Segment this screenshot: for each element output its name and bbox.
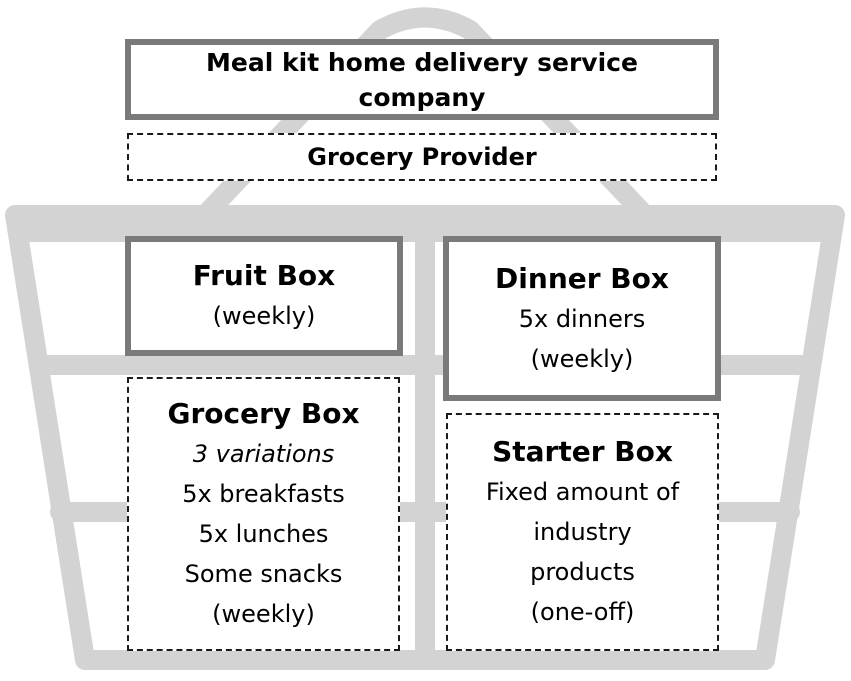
starter-box-title: Starter Box — [492, 435, 673, 468]
dinner-box: Dinner Box 5x dinners (weekly) — [443, 236, 721, 401]
grocery-box-line: 5x lunches — [198, 520, 329, 548]
dinner-box-frequency: (weekly) — [530, 344, 634, 373]
basket-handle — [195, 7, 655, 225]
company-name-line-2: company — [358, 82, 486, 112]
grocery-box: Grocery Box 3 variations 5x breakfasts 5… — [127, 377, 400, 651]
grocery-box-line: Some snacks — [184, 560, 343, 588]
grocery-provider-label: Grocery Provider — [307, 143, 537, 171]
company-name-line-1: Meal kit home delivery service — [206, 47, 638, 77]
grocery-box-line: 5x breakfasts — [182, 480, 345, 508]
company-box: Meal kit home delivery service company — [125, 39, 719, 120]
fruit-box-frequency: (weekly) — [212, 302, 316, 330]
fruit-box-title: Fruit Box — [192, 259, 336, 292]
grocery-box-frequency: (weekly) — [212, 600, 315, 628]
grocery-box-variations: 3 variations — [192, 440, 335, 468]
grocery-provider-box: Grocery Provider — [127, 133, 717, 181]
starter-box-frequency: (one-off) — [530, 598, 635, 626]
grocery-box-title: Grocery Box — [167, 397, 360, 430]
dinner-box-title: Dinner Box — [495, 261, 669, 295]
starter-box-line: industry — [533, 518, 632, 546]
starter-box-line: Fixed amount of — [485, 478, 680, 506]
fruit-box: Fruit Box (weekly) — [125, 236, 403, 356]
starter-box: Starter Box Fixed amount of industry pro… — [446, 413, 719, 651]
dinner-box-line: 5x dinners — [518, 304, 646, 333]
starter-box-line: products — [530, 558, 635, 586]
